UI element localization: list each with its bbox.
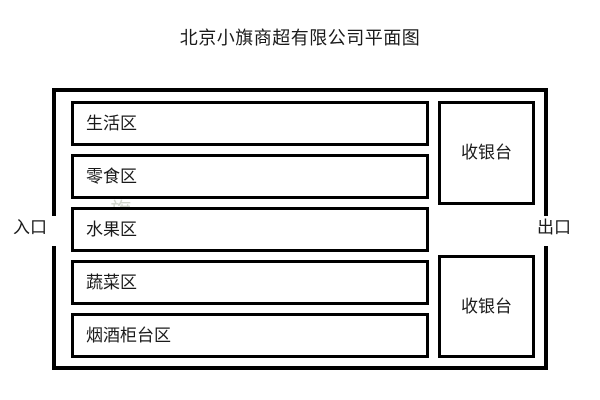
section-label: 烟酒柜台区: [86, 325, 171, 346]
section-box-fruit: 水果区: [71, 207, 429, 252]
cashier-box-lower: 收银台: [438, 255, 535, 358]
section-box-snacks: 零食区: [71, 154, 429, 199]
store-outer-frame: [52, 88, 548, 370]
section-box-vegetables: 蔬菜区: [71, 260, 429, 305]
cashier-label: 收银台: [461, 143, 512, 163]
section-label: 生活区: [86, 113, 137, 134]
frame-edge-top: [52, 88, 548, 92]
page-title: 北京小旗商超有限公司平面图: [179, 28, 421, 49]
section-label: 零食区: [86, 166, 137, 187]
exit-label: 出口: [537, 218, 571, 238]
section-box-living: 生活区: [71, 101, 429, 146]
cashier-box-upper: 收银台: [438, 101, 535, 205]
frame-edge-bottom: [52, 366, 548, 370]
section-label: 水果区: [86, 219, 137, 240]
entrance-label: 入口: [13, 218, 47, 238]
frame-edge-left-lower: [52, 246, 56, 370]
section-label: 蔬菜区: [86, 272, 137, 293]
cashier-label: 收银台: [461, 296, 512, 317]
frame-edge-right-upper: [544, 88, 548, 216]
frame-edge-right-lower: [544, 246, 548, 370]
section-box-tobacco-alcohol: 烟酒柜台区: [71, 313, 429, 358]
frame-edge-left-upper: [52, 88, 56, 216]
